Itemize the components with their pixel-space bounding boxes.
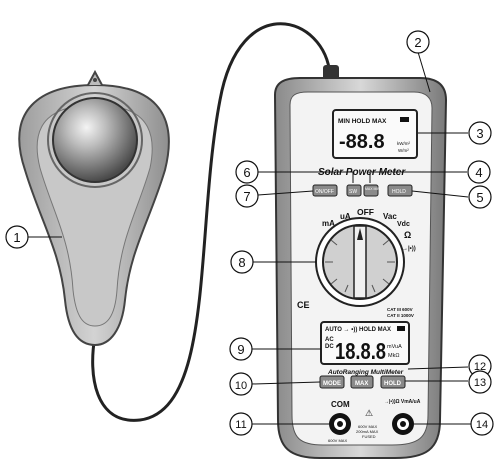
dial-ridges <box>325 239 395 293</box>
top-lcd-mode-text: MIN HOLD MAX <box>338 118 387 125</box>
hold-top-label: HOLD <box>392 189 406 195</box>
cat-rating-1: CAT III 600V <box>387 307 413 312</box>
callout-11: 11 <box>229 412 253 436</box>
hold-button-top[interactable] <box>387 184 413 197</box>
bottom-lcd: AUTO → •)) HOLD MAX AC DC 18.8.8 mVuA Mk… <box>320 321 410 365</box>
model-name: Solar Power Meter <box>318 167 406 178</box>
top-button-row: ON/OFF SW MAX MIN HOLD <box>312 184 413 197</box>
ground-label: 600V MAX <box>328 438 347 443</box>
sensor-dome <box>52 97 138 183</box>
multimeter-label: AutoRanging MultiMeter <box>327 369 404 376</box>
callout-1: 1 <box>5 225 29 249</box>
onoff-button[interactable] <box>312 184 338 197</box>
svg-text:7: 7 <box>243 189 250 204</box>
right-jack-label: →|•))Ω VmA/uA <box>384 399 421 405</box>
svg-text:4: 4 <box>475 165 482 180</box>
top-lcd-unit-1: kW/m² <box>397 141 410 146</box>
bottom-button-row: MODE MAX HOLD <box>319 375 406 389</box>
dial-pointer <box>353 225 367 299</box>
hold-button-bottom[interactable] <box>380 375 406 389</box>
light-sensor-probe <box>18 69 170 347</box>
top-lcd-reading: -88.8 <box>339 131 385 153</box>
svg-text:8: 8 <box>238 255 245 270</box>
battery-icon <box>400 117 409 122</box>
bottom-battery-icon <box>397 326 405 331</box>
svg-text:13: 13 <box>474 377 486 389</box>
callout-14: 14 <box>470 412 494 436</box>
svg-text:6: 6 <box>243 165 250 180</box>
onoff-label: ON/OFF <box>315 189 334 195</box>
bottom-lcd-status: AUTO → •)) HOLD MAX <box>325 327 391 333</box>
mode-label: MODE <box>323 381 341 387</box>
maxmin-label: MAX MIN <box>365 187 380 191</box>
jack-warning-2: 200mA MAX <box>356 429 379 434</box>
dial-label-vdc: Vdc <box>397 221 410 228</box>
svg-text:12: 12 <box>474 361 486 373</box>
svg-text:2: 2 <box>414 35 421 50</box>
cat-rating-2: CAT II 1000V <box>387 313 414 318</box>
top-lcd: MIN HOLD MAX -88.8 kW/m² W/m² <box>332 109 418 159</box>
dial-label-ma: mA <box>322 219 335 228</box>
svg-text:9: 9 <box>237 342 244 357</box>
svg-text:1: 1 <box>13 230 20 245</box>
callout-9: 9 <box>229 337 253 361</box>
sw-label: SW <box>349 189 357 195</box>
max-button[interactable] <box>350 375 374 389</box>
sensor-cable <box>91 22 332 422</box>
dial-label-ohm: Ω <box>404 230 411 240</box>
svg-text:14: 14 <box>476 419 488 431</box>
bottom-lcd-unit-1: mVuA <box>387 344 402 350</box>
svg-text:3: 3 <box>476 126 483 141</box>
max-label: MAX <box>355 381 368 387</box>
svg-text:5: 5 <box>476 190 483 205</box>
svg-text:10: 10 <box>235 380 247 392</box>
warning-triangle: ⚠ <box>365 408 373 418</box>
dial-label-ua: uA <box>340 212 351 221</box>
hold-bottom-label: HOLD <box>384 381 402 387</box>
ce-mark: CE <box>297 300 310 310</box>
maxmin-button[interactable] <box>363 184 379 197</box>
jack-warning-1: 600V MAX <box>358 424 377 429</box>
callout-4: 4 <box>467 160 491 184</box>
bottom-lcd-ac: AC <box>325 337 334 343</box>
input-jacks: COM →|•))Ω VmA/uA ⚠ 600V MAX 200mA MAX F… <box>328 399 421 443</box>
jack-warning-3: FUSED <box>362 434 376 439</box>
dial-label-diode: →|•)) <box>402 246 416 252</box>
bottom-lcd-dc: DC <box>325 344 334 350</box>
top-lcd-unit-2: W/m² <box>398 148 409 153</box>
callout-7: 7 <box>235 184 259 208</box>
callouts: 1 2 3 4 5 6 7 8 <box>5 30 494 436</box>
callout-3: 3 <box>468 121 492 145</box>
dial-label-vac: Vac <box>383 212 397 221</box>
sw-button[interactable] <box>346 184 362 197</box>
callout-10: 10 <box>229 372 253 396</box>
callout-leaders <box>28 51 471 425</box>
callout-6: 6 <box>235 160 259 184</box>
bottom-lcd-reading: 18.8.8 <box>335 338 386 364</box>
callout-13: 13 <box>468 370 492 394</box>
callout-5: 5 <box>468 185 492 209</box>
svg-text:11: 11 <box>235 419 246 431</box>
callout-8: 8 <box>230 250 254 274</box>
bottom-lcd-unit-2: MkΩ <box>388 353 399 359</box>
callout-2: 2 <box>406 30 430 54</box>
dial-label-off: OFF <box>357 207 374 217</box>
rotary-dial[interactable]: mA uA OFF Vac Vdc Ω →|•)) <box>315 207 416 307</box>
com-label: COM <box>331 400 350 409</box>
